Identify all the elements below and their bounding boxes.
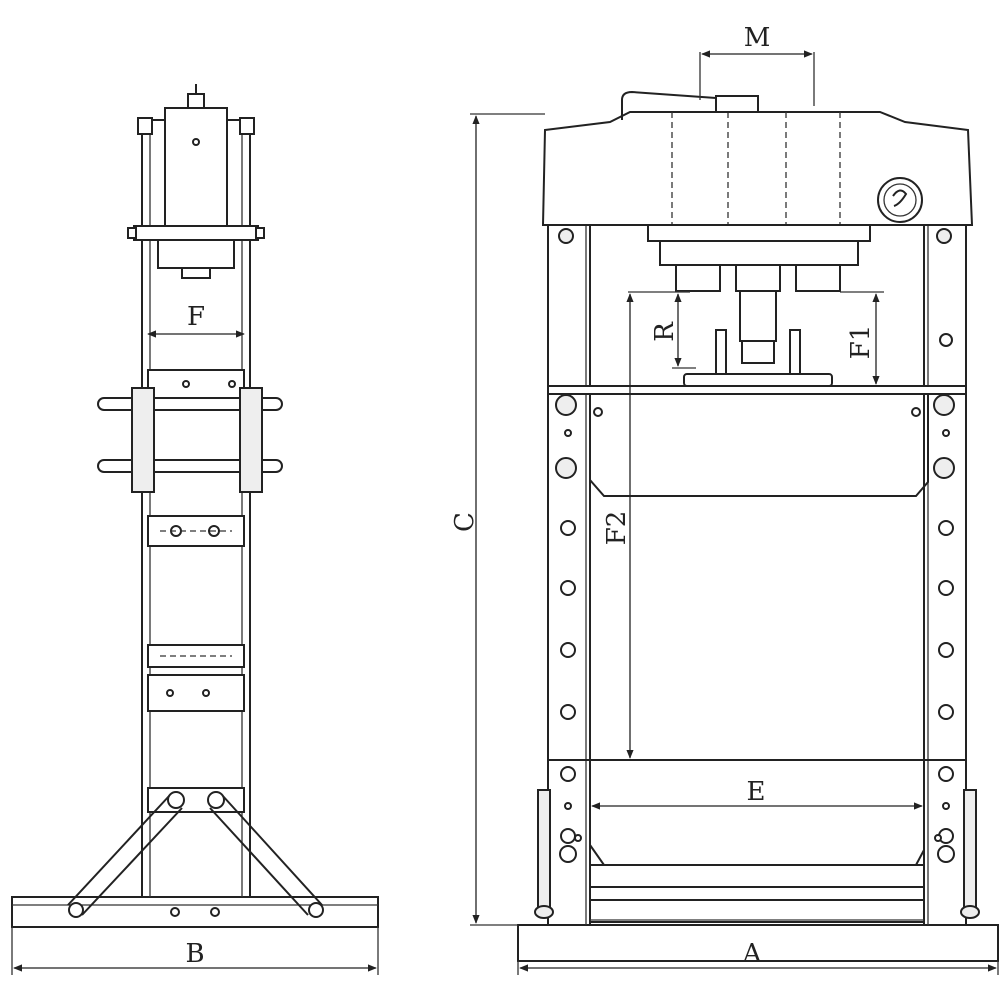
side-cylinder (164, 107, 228, 227)
front-view: M C R F1 F2 E A (450, 23, 999, 975)
dimension-label-c: C (450, 512, 480, 532)
column-holes (560, 333, 954, 844)
dimension-label-r: R (650, 321, 680, 342)
dimension-label-b: B (185, 939, 204, 969)
front-right-column (923, 224, 967, 926)
front-base-plate (517, 924, 999, 962)
dimension-label-e: E (747, 777, 766, 807)
front-ram (739, 290, 777, 342)
front-upper-beam (547, 385, 967, 395)
dimension-label-f1: F1 (846, 325, 876, 360)
dimension-label-f: F (187, 302, 205, 332)
dimension-label-f2: F2 (602, 511, 632, 546)
side-head-beam (133, 225, 259, 241)
front-left-column (547, 224, 591, 926)
side-ram (157, 239, 235, 269)
side-view: F B (11, 84, 379, 975)
dimension-label-a: A (742, 939, 763, 969)
press-plate (683, 373, 833, 387)
dimension-label-m: M (744, 23, 771, 53)
